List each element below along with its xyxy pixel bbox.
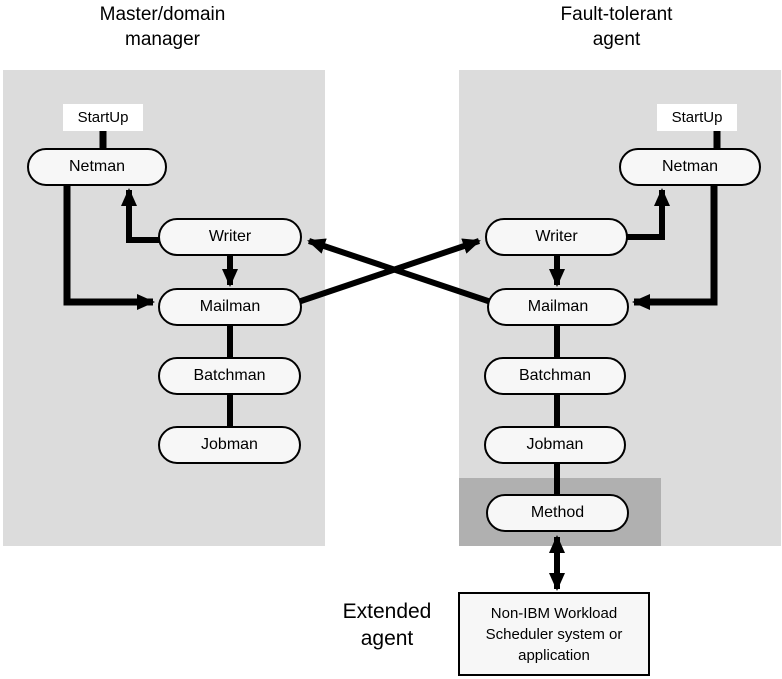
- node-netman-left: Netman: [27, 148, 167, 186]
- node-method: Method: [486, 494, 629, 532]
- node-startup-left: StartUp: [63, 104, 143, 131]
- edge-netman-mailman-left: [63, 182, 155, 310]
- edge-right-mailman-left-writer: [307, 238, 492, 305]
- extended-agent-label: Extended agent: [342, 600, 432, 651]
- node-writer-left: Writer: [158, 218, 302, 256]
- left-panel-title: Master/domain manager: [99, 4, 226, 50]
- right-panel-title: Fault-tolerant agent: [560, 4, 673, 50]
- node-startup-right: StartUp: [657, 104, 737, 131]
- edge-netman-mailman-right: [632, 184, 718, 310]
- node-netman-right: Netman: [619, 148, 761, 186]
- edge-left-mailman-right-writer: [297, 238, 481, 305]
- node-jobman-right: Jobman: [484, 426, 626, 464]
- edge-writer-netman-left: [121, 188, 162, 243]
- node-mailman-right: Mailman: [487, 288, 629, 326]
- node-batchman-left: Batchman: [158, 357, 301, 395]
- node-batchman-right: Batchman: [484, 357, 626, 395]
- external-system-box: Non-IBM Workload Scheduler system or app…: [458, 592, 650, 676]
- node-jobman-left: Jobman: [158, 426, 301, 464]
- edge-writer-netman-right: [624, 188, 670, 240]
- node-writer-right: Writer: [485, 218, 628, 256]
- node-mailman-left: Mailman: [158, 288, 302, 326]
